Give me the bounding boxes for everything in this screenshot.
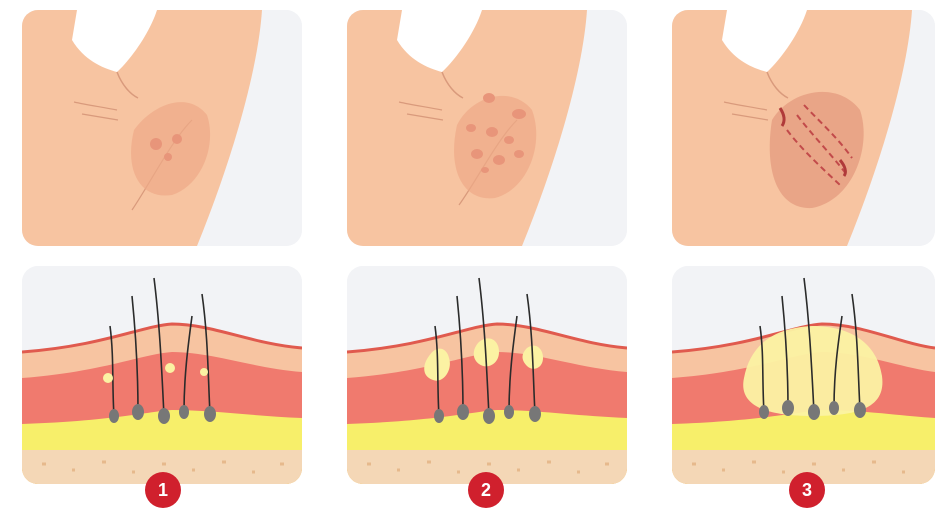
skin-cross-section-stage-2 [347,266,627,484]
skin-cross-section-stage-1 [22,266,302,484]
stage-badge-3: 3 [789,472,825,508]
armpit-illustration-stage-3 [672,10,935,246]
skin-cross-section-stage-3 [672,266,935,484]
armpit-illustration-stage-1 [22,10,302,246]
armpit-illustration-stage-2 [347,10,627,246]
stage-badge-1: 1 [145,472,181,508]
stage-badge-2: 2 [468,472,504,508]
